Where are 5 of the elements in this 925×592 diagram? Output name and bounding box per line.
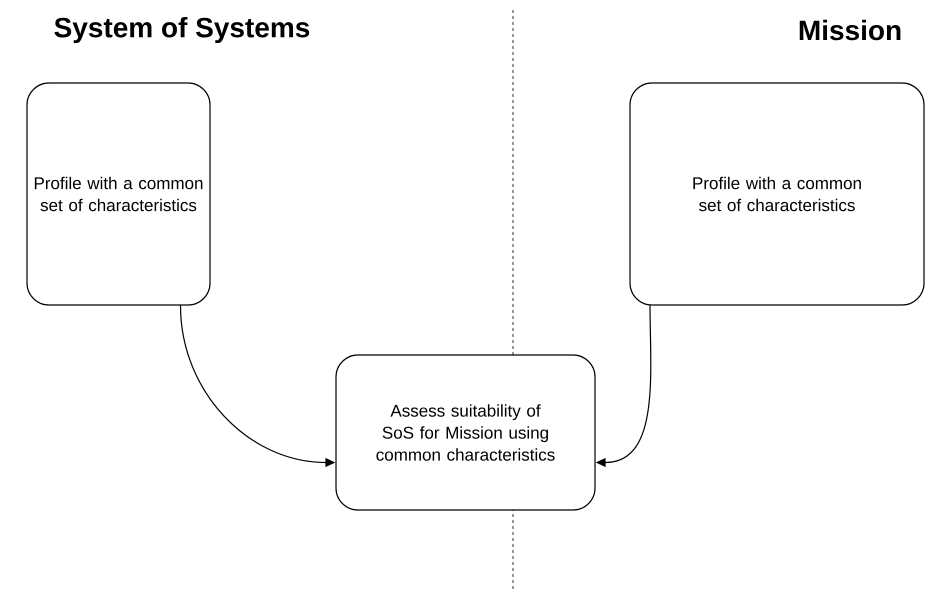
process-box: Profile with a common set of characteristics — [629, 82, 925, 306]
process-box: Assess suitability of SoS for Mission using common characteristics — [335, 354, 596, 511]
heading: System of Systems — [54, 16, 310, 44]
process-box: Profile with a common set of characteristics — [26, 82, 211, 306]
heading: Mission — [800, 20, 900, 40]
